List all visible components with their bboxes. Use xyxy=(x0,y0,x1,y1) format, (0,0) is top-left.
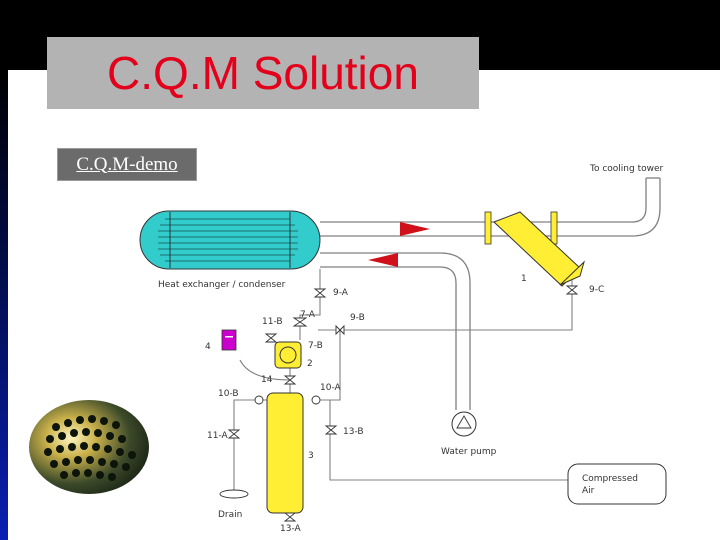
valve-9c-icon xyxy=(565,285,579,295)
label-unit-2: 2 xyxy=(307,359,313,369)
gauge-10b-icon xyxy=(254,395,264,405)
flow-arrow-in xyxy=(368,253,398,267)
label-valve-9a: 9-A xyxy=(333,288,349,298)
label-valve-11a: 11-A xyxy=(207,431,229,441)
label-valve-9c: 9-C xyxy=(589,285,604,295)
valve-14-icon xyxy=(283,375,297,385)
title-box: C.Q.M Solution xyxy=(47,37,479,109)
label-water-pump: Water pump xyxy=(441,447,497,457)
label-compressed: Compressed xyxy=(582,474,638,484)
flow-arrow-out xyxy=(400,222,430,236)
valve-9a-icon xyxy=(313,288,327,298)
label-unit-1: 1 xyxy=(521,274,527,284)
label-valve-7a: 7-A xyxy=(300,310,316,320)
tube-sheet-photo xyxy=(29,400,149,494)
left-edge-strip xyxy=(0,70,8,540)
compressed-air-tank xyxy=(567,463,667,505)
gauge-10a-icon xyxy=(311,395,321,405)
strainer-drain-line xyxy=(318,280,573,331)
control-box-unit-4 xyxy=(221,329,237,351)
label-valve-7b: 7-B xyxy=(308,341,323,351)
return-pipe xyxy=(320,252,471,410)
label-unit-4: 4 xyxy=(205,342,211,352)
valve-13a-icon xyxy=(283,512,297,522)
gauges xyxy=(254,395,321,405)
label-valve-10a: 10-A xyxy=(320,383,342,393)
label-to-cooling-tower: To cooling tower xyxy=(589,164,664,174)
valves xyxy=(227,285,579,522)
label-drain: Drain xyxy=(218,510,242,520)
valve-11b-icon xyxy=(264,333,278,343)
label-heat-exchanger: Heat exchanger / condenser xyxy=(158,280,286,290)
tank-unit-3 xyxy=(266,392,304,514)
valve-7a-icon xyxy=(292,317,308,327)
page-title: C.Q.M Solution xyxy=(107,47,419,99)
label-valve-14: 14 xyxy=(261,375,273,385)
label-valve-11b: 11-B xyxy=(262,317,283,327)
heat-exchanger xyxy=(139,210,321,270)
label-valve-13b: 13-B xyxy=(343,427,364,437)
label-valve-9b: 9-B xyxy=(350,313,365,323)
cooling-tower-pipe xyxy=(320,177,661,237)
valve-9b-icon xyxy=(335,324,345,336)
valve-11a-icon xyxy=(227,429,241,439)
label-unit-3: 3 xyxy=(308,451,314,461)
water-pump-icon xyxy=(451,411,477,437)
strainer-unit-1 xyxy=(484,211,585,287)
drain-icon xyxy=(219,489,249,499)
demo-link[interactable]: C.Q.M-demo xyxy=(57,148,197,181)
label-valve-10b: 10-B xyxy=(218,389,239,399)
label-air: Air xyxy=(582,486,595,496)
label-valve-13a: 13-A xyxy=(280,524,302,534)
filter-unit-2 xyxy=(274,341,302,369)
demo-link-label: C.Q.M-demo xyxy=(76,153,178,175)
valve-13b-icon xyxy=(324,425,338,435)
